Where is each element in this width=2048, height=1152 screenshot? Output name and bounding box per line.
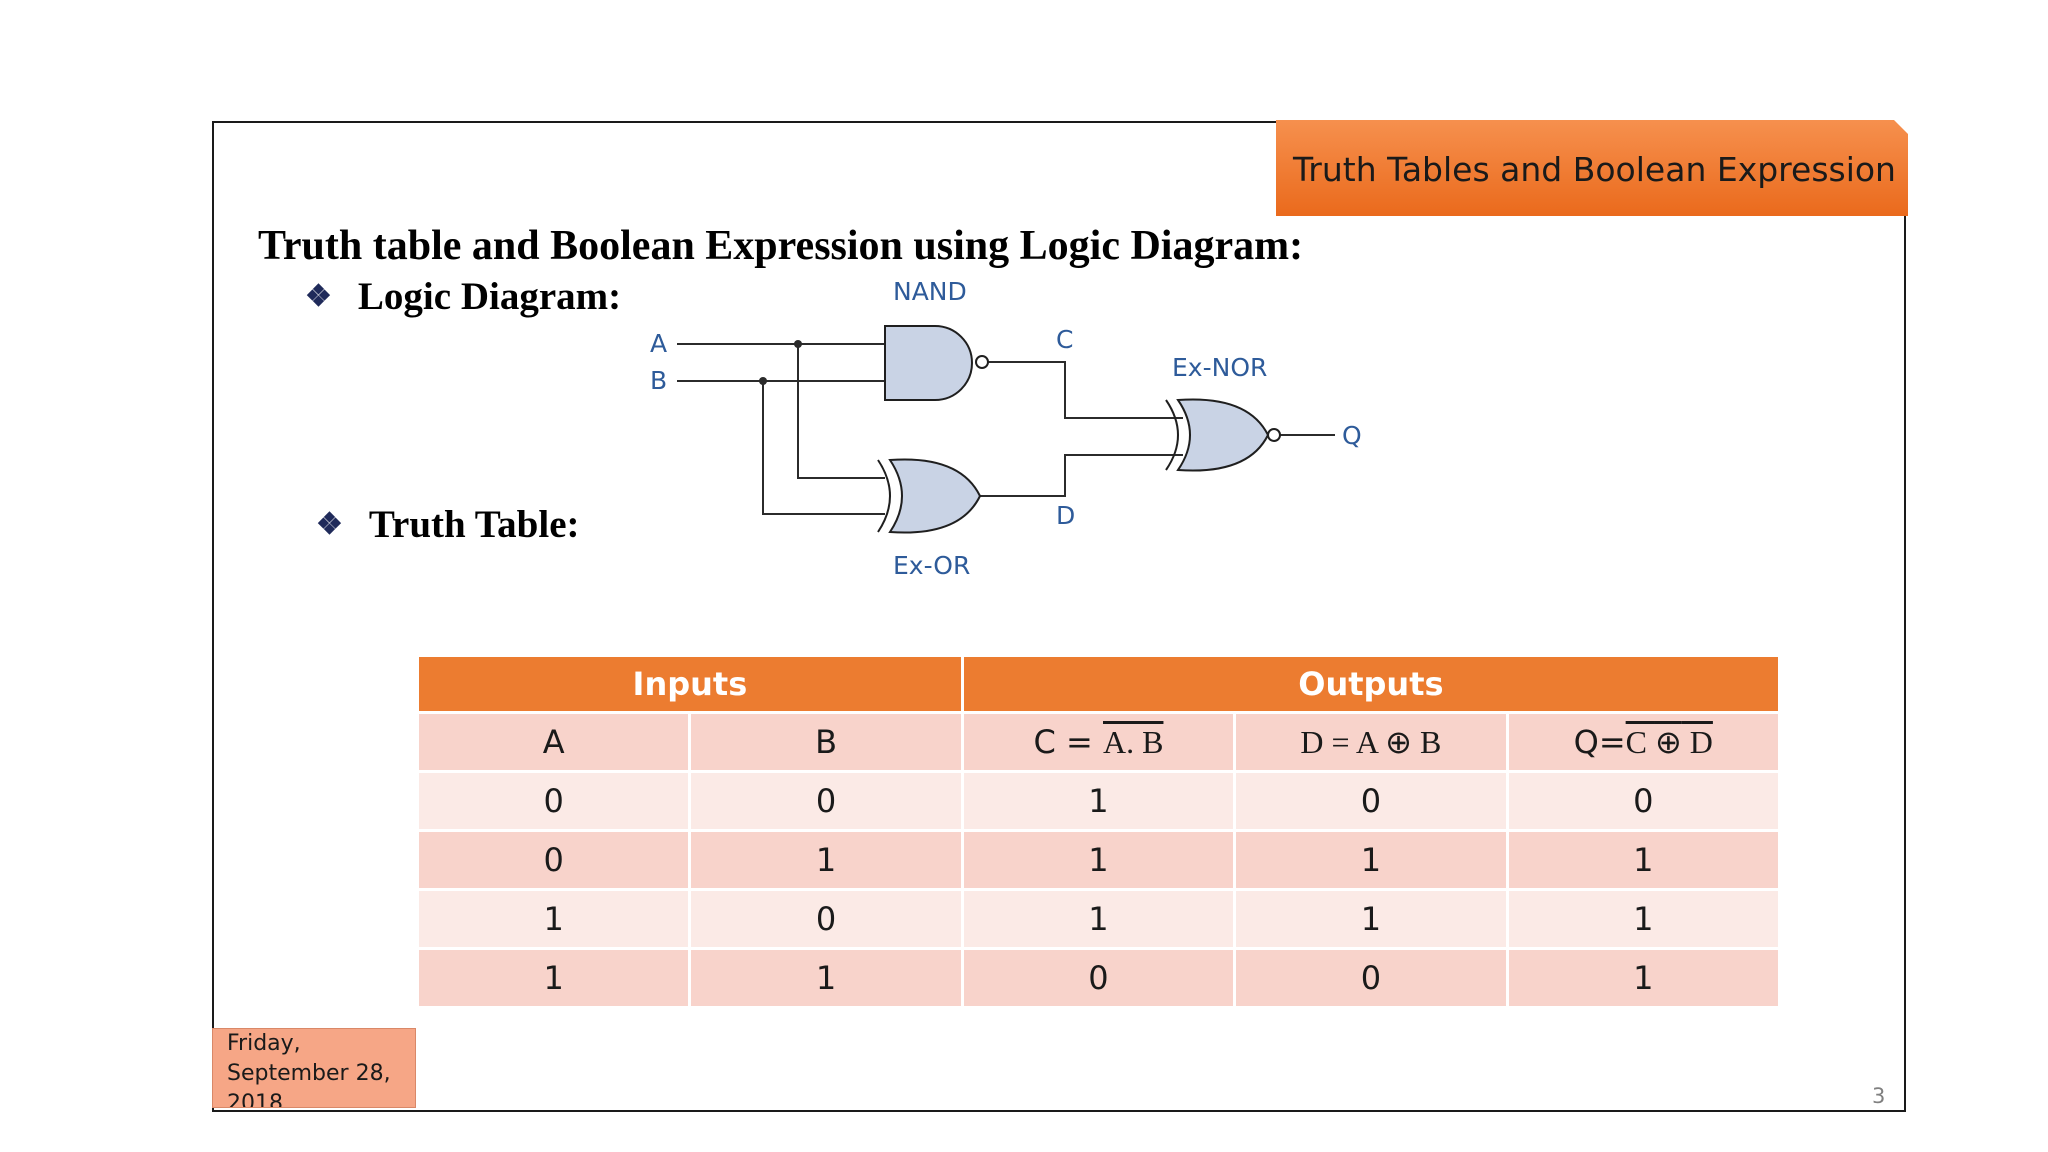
header-inputs: Inputs xyxy=(416,654,964,714)
cell: 0 xyxy=(688,770,964,832)
column-header-c: C = A. B xyxy=(960,711,1237,773)
wire-b-branch xyxy=(762,381,885,515)
wire-d xyxy=(980,454,1183,497)
diamond-bullet-icon: ❖ xyxy=(305,280,332,313)
bullet-truth-table-label: Truth Table: xyxy=(368,503,580,546)
xor-gate-input-arc xyxy=(877,459,891,533)
label-xnor: Ex-NOR xyxy=(1172,353,1267,382)
wire-a-branch xyxy=(797,344,885,479)
label-output-q: Q xyxy=(1342,421,1362,450)
diamond-bullet-icon: ❖ xyxy=(316,508,343,541)
wires xyxy=(677,343,1335,515)
c-prefix: C = xyxy=(1033,723,1103,761)
cell: 1 xyxy=(1505,829,1782,891)
cell: 1 xyxy=(1505,888,1782,950)
cell: 0 xyxy=(415,770,692,832)
xnor-bubble xyxy=(1267,428,1281,442)
table-group-header-row: Inputs Outputs xyxy=(416,654,1782,714)
cell: 1 xyxy=(1233,829,1509,891)
cell: 0 xyxy=(1233,770,1509,832)
bullet-logic-diagram: ❖ Logic Diagram: xyxy=(305,274,621,319)
slide-heading: Truth table and Boolean Expression using… xyxy=(258,223,1304,269)
column-header-a: A xyxy=(415,711,692,773)
cell: 1 xyxy=(1505,947,1782,1009)
wire-c xyxy=(988,361,1183,419)
cell: 1 xyxy=(688,947,964,1009)
xor-operator-icon: ⊕ xyxy=(1385,723,1412,761)
label-c: C xyxy=(1056,325,1073,354)
xnor-gate-shape xyxy=(1176,398,1270,472)
xor-operator-icon: ⊕ xyxy=(1654,724,1682,760)
cell: 0 xyxy=(1233,947,1509,1009)
d-suffix: B xyxy=(1411,724,1442,760)
page-number: 3 xyxy=(1872,1084,1886,1108)
table-column-header-row: A B C = A. B D = A ⊕ B Q=C ⊕ D xyxy=(415,711,1782,773)
label-input-b: B xyxy=(650,366,667,395)
date-line-3: 2018 xyxy=(227,1091,283,1108)
cell: 1 xyxy=(415,947,692,1009)
q-prefix: Q= xyxy=(1573,723,1626,761)
d-prefix: D = A xyxy=(1300,724,1386,760)
nand-bubble xyxy=(975,355,989,369)
cell: 1 xyxy=(960,770,1237,832)
slide-frame xyxy=(212,121,1906,1112)
logic-diagram: A B NAND C Ex-NOR Q D Ex-OR xyxy=(650,277,1362,580)
label-d: D xyxy=(1056,501,1075,530)
label-xor: Ex-OR xyxy=(893,551,970,580)
column-header-q: Q=C ⊕ D xyxy=(1505,711,1782,773)
bullet-logic-diagram-label: Logic Diagram: xyxy=(357,275,622,318)
title-banner: Truth Tables and Boolean Expression xyxy=(1276,120,1908,216)
table-row: 0 0 1 0 0 xyxy=(415,770,1782,832)
cell: 1 xyxy=(1233,888,1509,950)
bullet-truth-table: ❖ Truth Table: xyxy=(316,502,580,547)
cell: 1 xyxy=(415,888,692,950)
column-header-b: B xyxy=(688,711,964,773)
banner-corner-fold xyxy=(1894,120,1908,134)
table-row: 1 1 0 0 1 xyxy=(415,947,1782,1009)
header-outputs: Outputs xyxy=(960,654,1782,714)
label-input-a: A xyxy=(650,329,667,358)
cell: 1 xyxy=(960,829,1237,891)
date-line-1: Friday, xyxy=(227,1031,301,1056)
cell: 0 xyxy=(960,947,1237,1009)
junction-b xyxy=(759,377,767,385)
xor-gate-shape xyxy=(888,458,982,534)
date-box: Friday, September 28, 2018 xyxy=(212,1028,416,1108)
cell: 1 xyxy=(960,888,1237,950)
cell: 0 xyxy=(415,829,692,891)
table-row: 0 1 1 1 1 xyxy=(415,829,1782,891)
cell: 0 xyxy=(688,888,964,950)
nand-gate-shape xyxy=(884,325,973,401)
cell: 0 xyxy=(1505,770,1782,832)
column-header-d: D = A ⊕ B xyxy=(1233,711,1509,773)
xnor-gate-input-arc xyxy=(1165,399,1179,471)
label-nand: NAND xyxy=(893,277,967,306)
q-expression: C ⊕ D xyxy=(1625,724,1713,760)
c-expression: A. B xyxy=(1103,724,1164,760)
truth-table: Inputs Outputs A B C = A. B D = A ⊕ B Q=… xyxy=(415,654,1782,1009)
banner-title: Truth Tables and Boolean Expression xyxy=(1293,150,1896,189)
date-line-2: September 28, xyxy=(227,1061,391,1086)
table-row: 1 0 1 1 1 xyxy=(415,888,1782,950)
junction-a xyxy=(794,340,802,348)
cell: 1 xyxy=(688,829,964,891)
